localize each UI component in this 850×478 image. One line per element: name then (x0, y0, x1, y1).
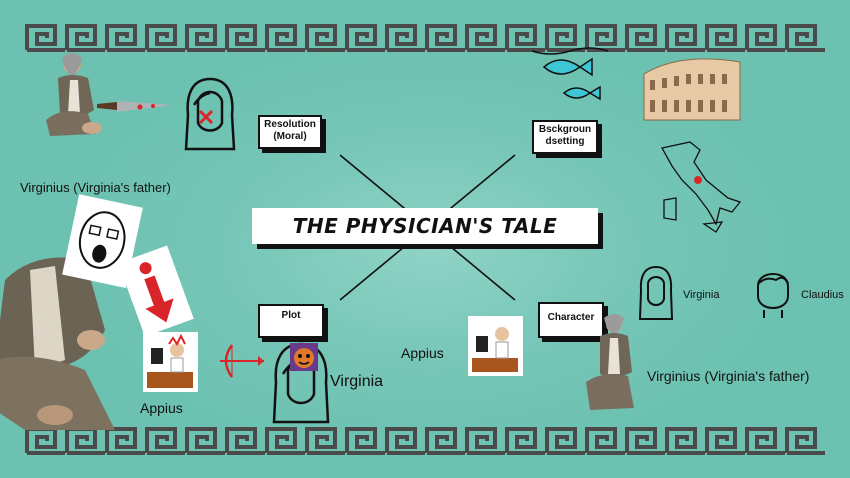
old-man-figure-large (0, 257, 115, 430)
character-box[interactable]: Character (538, 302, 604, 338)
page-title: THE PHYSICIAN'S TALE (292, 214, 558, 238)
office-worker-icon-center (468, 316, 523, 376)
virginia-label-plot: Virginia (330, 373, 384, 390)
office-worker-icon-left (143, 332, 198, 392)
character-label: Character (547, 312, 595, 323)
plot-box[interactable]: Plot (258, 304, 324, 338)
background-box[interactable]: Bsckgroun dsetting (532, 120, 598, 154)
title-banner: THE PHYSICIAN'S TALE (252, 208, 598, 244)
old-man-figure-right (586, 314, 634, 410)
claudius-label-right: Claudius (801, 289, 844, 301)
cartoon-face-icon (290, 343, 318, 371)
resolution-label: Resolution (Moral) (264, 119, 316, 142)
background-label: Bsckgroun dsetting (538, 124, 592, 147)
appius-label-center: Appius (401, 345, 444, 361)
man-face-icon-right (757, 273, 789, 318)
virginia-label-right: Virginia (683, 289, 720, 301)
resolution-box[interactable]: Resolution (Moral) (258, 115, 322, 149)
meander-border-bottom (25, 425, 825, 455)
plot-label: Plot (281, 310, 301, 321)
woman-face-icon-top (184, 77, 236, 151)
bow-arrow-icon (220, 344, 264, 378)
virginius-label-right: Virginius (Virginia's father) (647, 368, 810, 384)
italy-map-icon (661, 141, 742, 233)
colosseum-icon (643, 58, 741, 121)
woman-face-icon-right (638, 265, 674, 320)
red-arrow-icon (118, 245, 194, 337)
old-man-figure-top (46, 53, 102, 136)
knife-icon (97, 101, 173, 112)
meander-border-top (25, 22, 825, 52)
appius-label-left: Appius (140, 400, 183, 416)
virginius-label-top: Virginius (Virginia's father) (20, 180, 171, 195)
fish-icon (531, 47, 609, 101)
